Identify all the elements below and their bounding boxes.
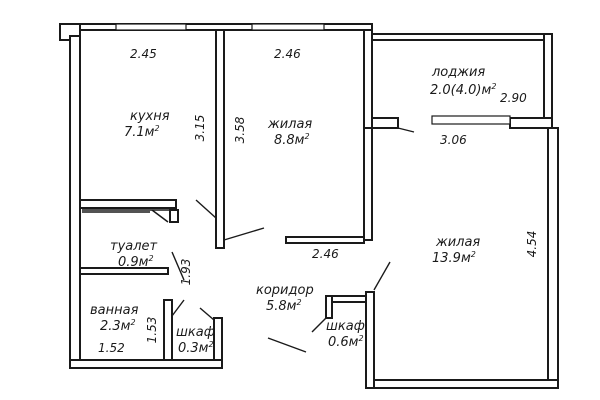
dim-loggia-depth: 2.90 bbox=[500, 91, 527, 105]
wall-kitchen-bottom bbox=[79, 199, 177, 209]
closet1-area: 0.3м2 bbox=[178, 340, 214, 356]
wall-toilet-bottom bbox=[79, 267, 169, 275]
door-bathroom bbox=[171, 299, 185, 317]
living2-area: 13.9м2 bbox=[432, 250, 476, 266]
window-loggia bbox=[431, 115, 511, 125]
dim-living2-depth: 4.54 bbox=[525, 231, 539, 258]
dim-living1-depth: 3.58 bbox=[233, 116, 247, 143]
wall-closet2-left bbox=[325, 295, 333, 319]
loggia-area: 2.0(4.0)м2 bbox=[430, 82, 496, 98]
toilet-area: 0.9м2 bbox=[118, 254, 154, 270]
bathtub-outline bbox=[82, 209, 170, 213]
closet2-area: 0.6м2 bbox=[328, 334, 364, 350]
corridor-area: 5.8м2 bbox=[266, 298, 302, 314]
dim-kitchen-depth: 3.15 bbox=[193, 115, 207, 142]
bathroom-name: ванная bbox=[90, 303, 139, 318]
wall-living1-right bbox=[363, 29, 373, 129]
dim-living1-width-bottom: 2.46 bbox=[312, 247, 339, 261]
wall-bottom-left bbox=[69, 359, 223, 369]
door-toilet bbox=[171, 251, 185, 281]
wall-loggia-right bbox=[543, 33, 553, 129]
windows bbox=[115, 23, 511, 125]
wall-living1-right-lower bbox=[363, 127, 373, 241]
dim-bathroom-width: 1.52 bbox=[98, 341, 125, 355]
door-living2 bbox=[373, 261, 391, 291]
dim-living1-width-top: 2.46 bbox=[274, 47, 301, 61]
window-kitchen bbox=[115, 23, 187, 31]
kitchen-name: кухня bbox=[130, 109, 170, 124]
wall-bathroom-right bbox=[163, 299, 173, 361]
kitchen-area: 7.1м2 bbox=[124, 124, 160, 140]
toilet-name: туалет bbox=[110, 239, 158, 254]
loggia-name: лоджия bbox=[431, 65, 485, 80]
door-closet1 bbox=[199, 307, 215, 321]
closet2-name: шкаф bbox=[326, 319, 365, 334]
wall-living2-top bbox=[509, 117, 553, 129]
door-closet2 bbox=[311, 317, 327, 333]
wall-closet1-right bbox=[213, 317, 223, 361]
door-living1 bbox=[223, 227, 265, 241]
closet1-name: шкаф bbox=[176, 325, 215, 340]
dim-bathroom-depth: 1.53 bbox=[145, 317, 159, 344]
wall-living2-bottom bbox=[365, 379, 559, 389]
corridor-name: коридор bbox=[256, 283, 314, 298]
living1-name: жилая bbox=[267, 117, 312, 132]
dim-kitchen-width: 2.45 bbox=[130, 47, 157, 61]
window-living1 bbox=[251, 23, 325, 31]
room-labels: кухня 7.1м2 жилая 8.8м2 лоджия 2.0(4.0)м… bbox=[90, 65, 496, 356]
wall-kitchen-living1 bbox=[215, 29, 225, 249]
living1-area: 8.8м2 bbox=[274, 132, 310, 148]
wall-living2-right bbox=[547, 127, 559, 389]
door-loggia bbox=[397, 127, 415, 133]
dim-toilet-corridor: 1.93 bbox=[179, 259, 193, 286]
wall-living1-bottom bbox=[285, 236, 365, 244]
door-kitchen bbox=[195, 199, 217, 219]
wall-living2-left bbox=[365, 291, 375, 389]
dim-living2-width: 3.06 bbox=[440, 133, 467, 147]
walls bbox=[59, 23, 559, 389]
door-entrance bbox=[267, 337, 307, 353]
wall-step bbox=[371, 117, 399, 129]
living2-name: жилая bbox=[435, 235, 480, 250]
wall-loggia-top bbox=[371, 33, 553, 41]
bathroom-area: 2.3м2 bbox=[100, 318, 136, 334]
dimension-labels: 2.45 3.15 2.46 3.58 2.46 2.90 3.06 4.54 … bbox=[98, 47, 539, 355]
wall-left bbox=[69, 35, 81, 369]
doors bbox=[82, 127, 415, 353]
wall-toilet-right bbox=[169, 209, 179, 223]
bath-corner bbox=[151, 209, 169, 223]
